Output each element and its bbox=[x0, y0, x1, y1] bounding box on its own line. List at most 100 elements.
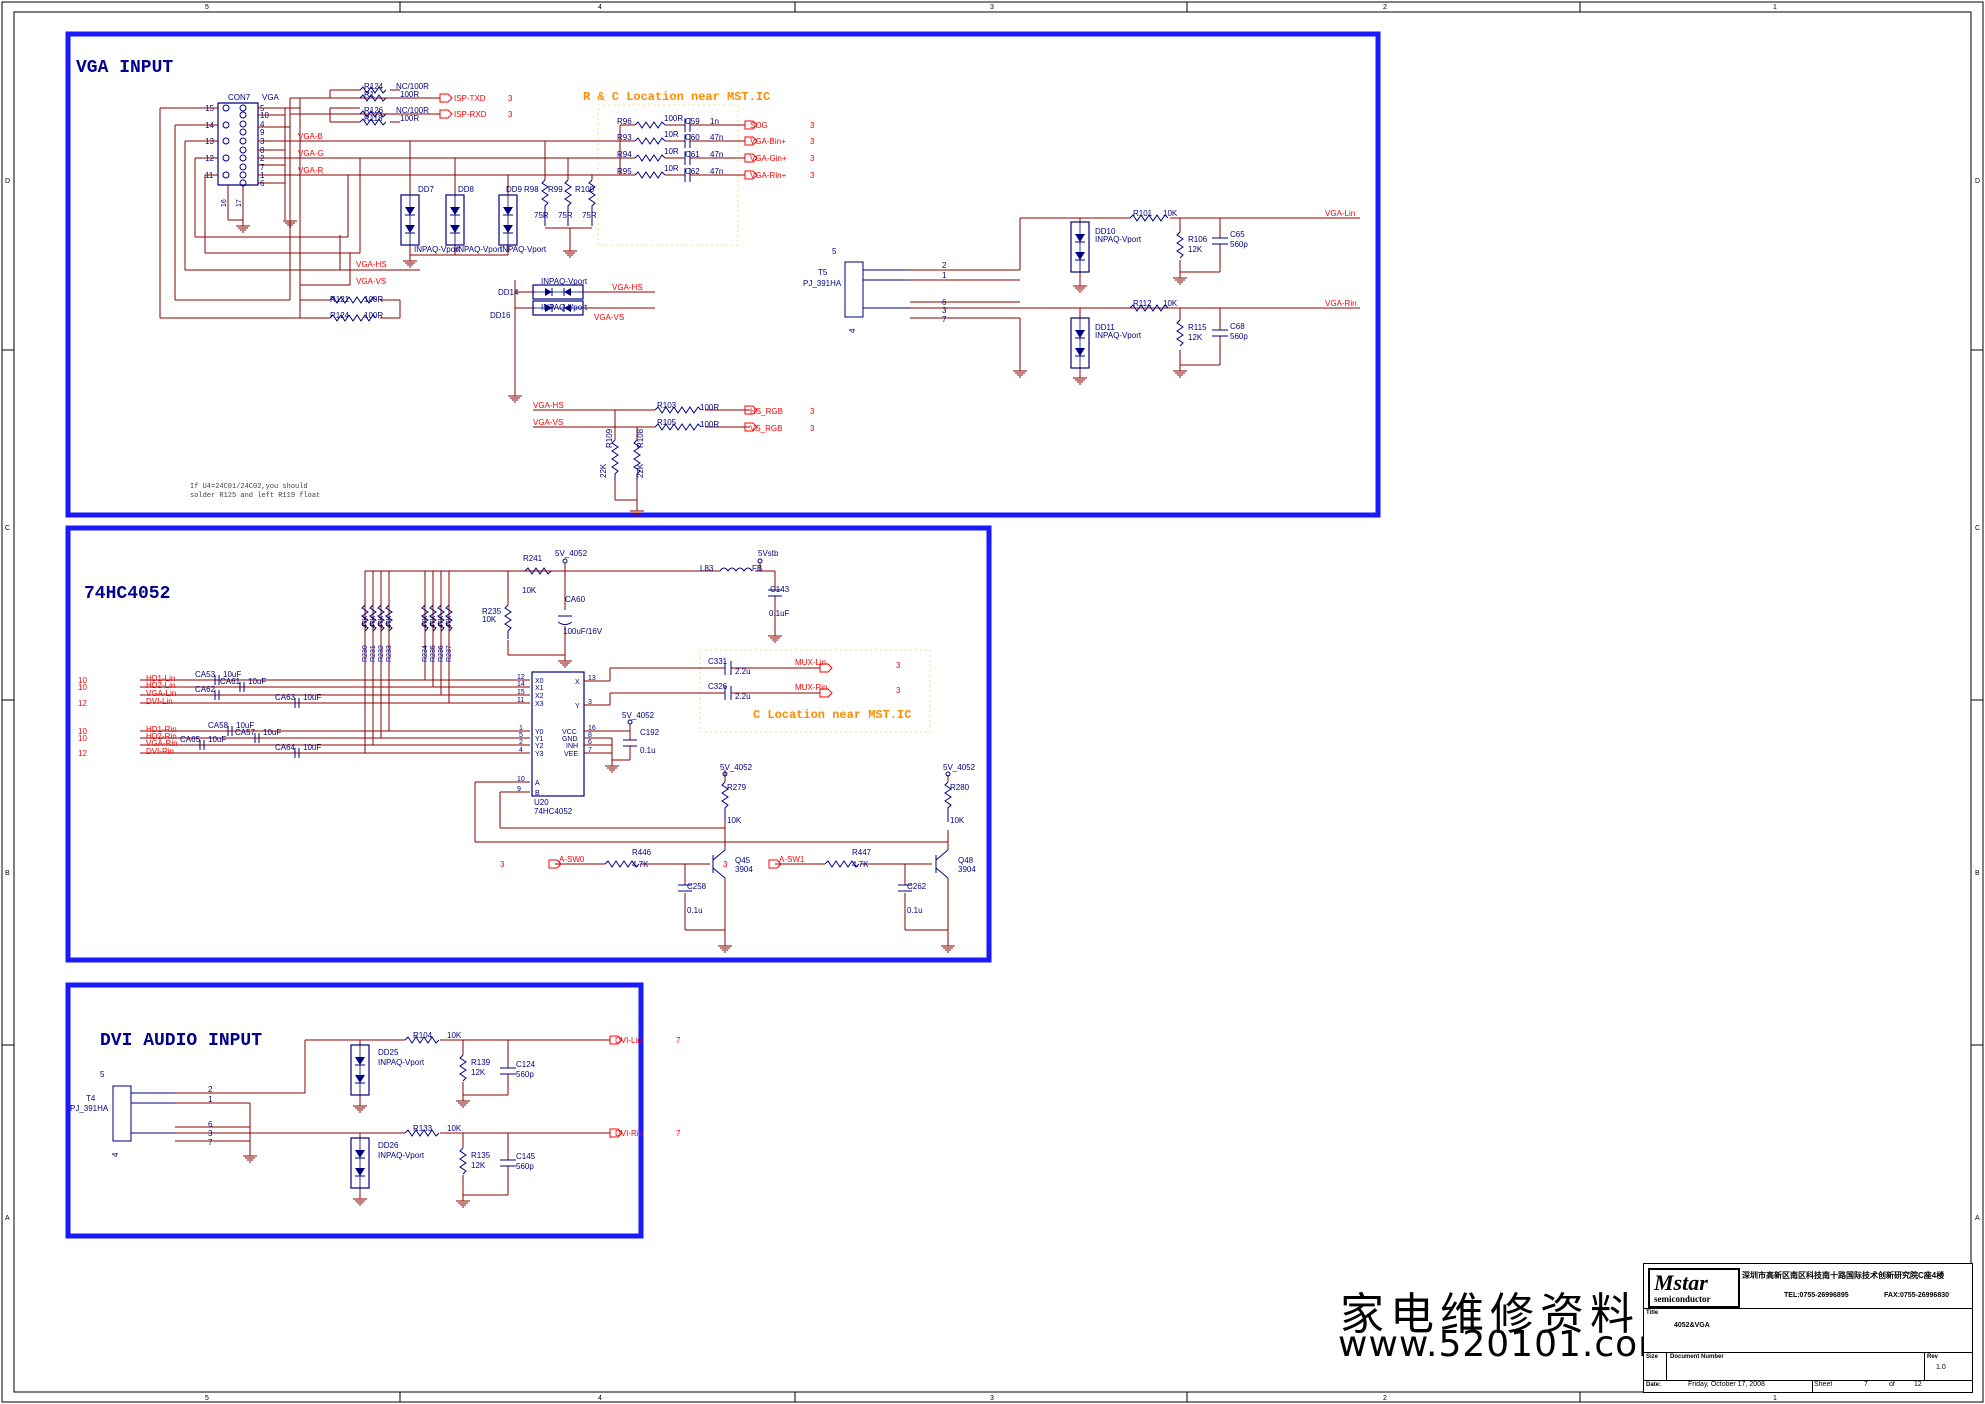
hc4052-title: 74HC4052 bbox=[84, 584, 170, 604]
u20-pin-x-num-3: 11 bbox=[517, 697, 524, 704]
mux-input-val-1: 10uF bbox=[248, 677, 266, 686]
c192-ref: C192 bbox=[640, 728, 660, 737]
rc-r-val-3: 10R bbox=[664, 164, 679, 173]
rev-label: Rev bbox=[1927, 1354, 1939, 1360]
sheet-value: 7 bbox=[1864, 1381, 1868, 1388]
dd9-val: INPAQ-Vport bbox=[500, 245, 547, 254]
ca60-val: 100uF/16V bbox=[563, 627, 603, 636]
pulldown-a-ref-1: R231 bbox=[370, 645, 377, 662]
mux-input-page-1: 10 bbox=[78, 683, 87, 692]
mux-input-cap-5: CA57 bbox=[235, 728, 256, 737]
dvi-left-page: 7 bbox=[676, 1036, 681, 1045]
u20-pin-sel-num-0: 10 bbox=[517, 776, 525, 783]
vs-rgb-page: 3 bbox=[810, 424, 815, 433]
u20-body bbox=[531, 671, 585, 797]
dvi-left-net: DVI-Lin bbox=[615, 1036, 642, 1045]
audio_l-rp-val: 12K bbox=[1188, 245, 1203, 254]
mux-input-page-3: 12 bbox=[78, 699, 87, 708]
rc-r-val-1: 10R bbox=[664, 130, 679, 139]
mux-input-page-0: 10 bbox=[78, 676, 87, 685]
mux-input-net-1: HD2-Lin bbox=[146, 681, 175, 690]
title-label: Title bbox=[1646, 1310, 1659, 1316]
dvi-left-dd-val: INPAQ-Vport bbox=[378, 1058, 425, 1067]
rc-c-val-0: 1n bbox=[710, 117, 719, 126]
pulldown-b-ref-2: R236 bbox=[438, 645, 445, 662]
u20-pin-right-num-2: 16 bbox=[588, 725, 596, 732]
rc-r-val-2: 10R bbox=[664, 147, 679, 156]
pulldown-a-ref-3: R233 bbox=[386, 645, 393, 662]
dd14-net: VGA-HS bbox=[612, 283, 643, 292]
border-col-bottom-1: 1 bbox=[1773, 1395, 1777, 1402]
rc-page-0: 3 bbox=[810, 121, 815, 130]
t4-pin-4: 4 bbox=[111, 1152, 120, 1157]
rc-c-val-2: 47n bbox=[710, 150, 723, 159]
t4-pin-2: 2 bbox=[208, 1085, 213, 1094]
switch-net-0: A-SW0 bbox=[559, 855, 585, 864]
border-col-top-1: 1 bbox=[1773, 4, 1777, 11]
r241-ref: R241 bbox=[523, 554, 543, 563]
t4-ref: T4 bbox=[86, 1094, 96, 1103]
title-value: 4052&VGA bbox=[1674, 1322, 1710, 1329]
c143-ref: C143 bbox=[770, 585, 790, 594]
r235-val: 10K bbox=[482, 615, 497, 624]
vs-rgb-net: VS_RGB bbox=[750, 424, 782, 433]
vga-footnote-1: If U4=24C01/24C02,you should bbox=[190, 483, 308, 491]
r118-ref: R118 bbox=[364, 114, 383, 123]
border-row-left-D: D bbox=[5, 178, 10, 185]
t5-pin-7: 7 bbox=[942, 315, 947, 324]
pulldown-b-ref-3: R237 bbox=[446, 645, 453, 662]
u20-pin-sel-name-0: A bbox=[535, 780, 540, 787]
isp-txd-net: ISP-TXD bbox=[454, 94, 486, 103]
dvi-left-c-ref: C124 bbox=[516, 1060, 536, 1069]
dvi-right-page: 7 bbox=[676, 1129, 681, 1138]
mux-input-cap-1: CA61 bbox=[220, 677, 241, 686]
vga-pin-right-7: 7 bbox=[260, 163, 265, 172]
r109-ref: R109 bbox=[605, 428, 614, 448]
vga-note: R & C Location near MST.IC bbox=[583, 90, 770, 104]
rc-page-3: 3 bbox=[810, 171, 815, 180]
docnum-label: Document Number bbox=[1670, 1354, 1724, 1360]
r121-ref: R121 bbox=[330, 295, 350, 304]
switch-q-ref-1: Q48 bbox=[958, 856, 974, 865]
pulldown-a-val-2: 47K bbox=[378, 615, 385, 628]
t5-pin-1: 1 bbox=[942, 271, 947, 280]
r126-ref: R126 bbox=[364, 106, 384, 115]
t5-pin-6: 6 bbox=[942, 298, 947, 307]
dd14-ref: DD14 bbox=[498, 288, 519, 297]
t5-val: PJ_391HA bbox=[803, 279, 842, 288]
switch-page-1: 3 bbox=[723, 860, 728, 869]
switch-c-ref-1: C262 bbox=[907, 882, 927, 891]
border-col-top-2: 2 bbox=[1383, 4, 1387, 11]
pulldown-a-val-1: 47K bbox=[370, 615, 377, 628]
u20-pin-y-name-2: Y2 bbox=[535, 743, 544, 750]
u20-pin-y-num-0: 1 bbox=[519, 725, 523, 732]
mux-input-net-3: DVI-Lin bbox=[146, 697, 173, 706]
dvi-audio-box bbox=[65, 982, 644, 1239]
t4-pin-1: 1 bbox=[208, 1095, 213, 1104]
mux-input-val-5: 10uF bbox=[263, 728, 281, 737]
dvi-right-dd-val: INPAQ-Vport bbox=[378, 1151, 425, 1160]
vga-pin-right-4: 4 bbox=[260, 120, 265, 129]
mux-rin-net: MUX-Rin bbox=[795, 683, 827, 692]
r124-top-val: NC/100R bbox=[396, 82, 429, 91]
vga-connector-ref: CON7 bbox=[228, 93, 251, 102]
t4-pin-7: 7 bbox=[208, 1138, 213, 1147]
mstar-logo: Mstar semiconductor bbox=[1648, 1268, 1740, 1308]
dvi-right-rp-val: 12K bbox=[471, 1161, 486, 1170]
r109-val: 22K bbox=[599, 463, 608, 478]
c331-ref: C331 bbox=[708, 657, 728, 666]
switch-rc-ref-1: R280 bbox=[950, 783, 970, 792]
ca60-ref: CA60 bbox=[565, 595, 586, 604]
u20-pin-y-name-0: Y0 bbox=[535, 729, 544, 736]
mux-input-cap-3: CA63 bbox=[275, 693, 296, 702]
rc-c-ref-1: C60 bbox=[685, 133, 700, 142]
audio_l-c-ref: C65 bbox=[1230, 230, 1245, 239]
mux-input-cap-0: CA53 bbox=[195, 670, 216, 679]
dd7-val: INPAQ-Vport bbox=[414, 245, 461, 254]
border-row-left-C: C bbox=[5, 525, 10, 532]
rc-page-2: 3 bbox=[810, 154, 815, 163]
u20-pin-x-num-1: 14 bbox=[517, 681, 525, 688]
isp-rxd-page: 3 bbox=[508, 110, 513, 119]
r126-val: NC/100R bbox=[396, 106, 429, 115]
